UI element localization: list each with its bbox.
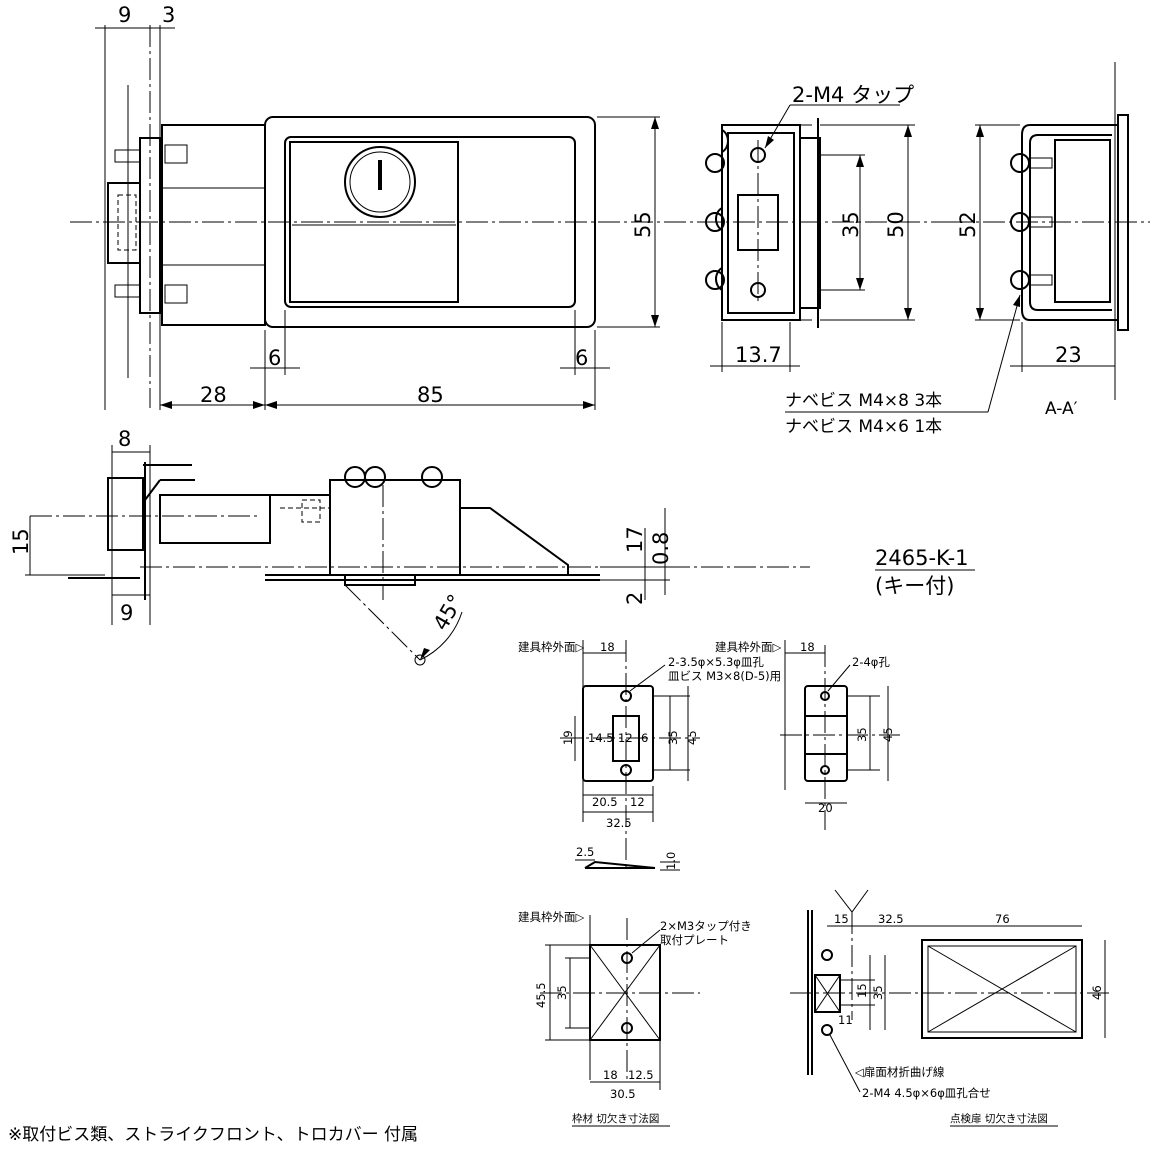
dim-13-7: 13.7 (735, 343, 782, 367)
frame-dim-35: 35 (555, 985, 569, 1000)
keeper-dim-35: 35 (855, 727, 869, 742)
keeper-dim-18: 18 (800, 640, 815, 654)
strike-dim-6: 6 (641, 731, 648, 745)
frame-plate-label-2: 取付プレート (660, 933, 729, 947)
dim-9-bottom: 9 (120, 601, 133, 625)
main-front-view (70, 25, 700, 410)
tap-label: 2-M4 タップ (792, 83, 914, 107)
strike-dim-18: 18 (600, 640, 615, 654)
accessories-note: ※取付ビス類、ストライクフロント、トロカバー 付属 (8, 1125, 418, 1145)
strike-dim-32-5: 32.5 (606, 816, 632, 830)
section-label: A-A′ (1045, 399, 1078, 419)
frame-caption: 枠材 切欠き寸法図 (572, 1112, 659, 1125)
frame-dim-45-5: 45.5 (534, 982, 548, 1008)
screw-label-2: ナベビス M4×6 1本 (785, 417, 942, 437)
strike-dim-2-5: 2.5 (576, 845, 594, 859)
strike-dim-1-0: 1.0 (664, 852, 678, 870)
door-dim-15-v: 15 (855, 983, 869, 998)
model-variant: (キー付) (875, 574, 954, 598)
strike-dim-45: 45 (685, 730, 699, 745)
dim-23: 23 (1055, 343, 1082, 367)
strike-dim-19: 19 (561, 730, 575, 745)
keeper-hole-label: 2-4φ孔 (852, 655, 890, 669)
keeper-view (780, 640, 900, 830)
dim-3: 3 (162, 3, 175, 27)
dim-0-8: 0.8 (649, 532, 673, 565)
dim-6-right: 6 (575, 346, 588, 370)
frame-ref-label: 建具枠外面▷ (518, 910, 584, 924)
dim-85: 85 (417, 383, 444, 407)
frame-dim-12-5: 12.5 (628, 1068, 654, 1082)
dim-17: 17 (623, 526, 647, 553)
frame-cutout-view (540, 915, 700, 1090)
strike-dim-12: 12 (618, 731, 633, 745)
side-view (700, 104, 950, 372)
dim-50: 50 (884, 211, 908, 238)
dim-55: 55 (631, 211, 655, 238)
section-view (785, 62, 1150, 413)
dimension-labels: 9 3 28 85 6 6 55 2-M4 タップ 13.7 35 50 52 … (8, 3, 1104, 1145)
dim-9: 9 (118, 3, 131, 27)
frame-dim-18: 18 (603, 1068, 618, 1082)
dim-8: 8 (118, 427, 131, 451)
strike-front-view (560, 640, 700, 871)
bottom-view (25, 445, 975, 666)
angle-45: 45° (429, 590, 468, 634)
door-dim-35: 35 (871, 985, 885, 1000)
dim-15: 15 (9, 528, 33, 555)
strike-dim-14-5: 14.5 (588, 731, 614, 745)
model-number: 2465-K-1 (875, 546, 969, 570)
dim-2: 2 (623, 592, 647, 605)
frame-plate-label-1: 2×M3タップ付き (660, 919, 752, 933)
strike-dim-35: 35 (666, 730, 680, 745)
door-bend-label: ◁扉面材折曲げ線 (855, 1065, 945, 1079)
keeper-dim-20: 20 (818, 801, 833, 815)
door-dim-11: 11 (838, 1013, 853, 1027)
door-hole-label: 2-M4 4.5φ×6φ皿孔合せ (862, 1086, 991, 1100)
dim-28: 28 (200, 383, 227, 407)
strike-hole-label-2: 皿ビス M3×8(D-5)用 (668, 669, 781, 683)
door-caption: 点検扉 切欠き寸法図 (950, 1112, 1048, 1125)
door-dim-15: 15 (834, 912, 849, 926)
strike-dim-12-b: 12 (630, 795, 645, 809)
door-dim-32-5: 32.5 (878, 912, 904, 926)
keeper-dim-45: 45 (881, 727, 895, 742)
strike-hole-label-1: 2-3.5φ×5.3φ皿孔 (668, 655, 764, 669)
door-dim-46: 46 (1090, 985, 1104, 1000)
dim-6-left: 6 (268, 346, 281, 370)
dim-52: 52 (956, 211, 980, 238)
screw-label-1: ナベビス M4×8 3本 (785, 391, 942, 411)
strike-ref-label: 建具枠外面▷ (518, 640, 584, 654)
door-dim-76: 76 (995, 912, 1010, 926)
dim-35: 35 (839, 211, 863, 238)
keeper-ref-label: 建具枠外面▷ (715, 640, 781, 654)
strike-dim-20-5: 20.5 (592, 795, 618, 809)
door-cutout-view (790, 889, 1110, 1093)
frame-dim-30-5: 30.5 (610, 1087, 636, 1101)
